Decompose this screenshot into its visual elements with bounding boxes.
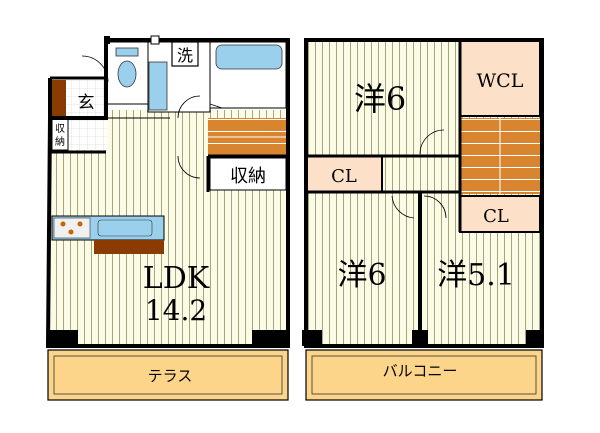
floor-1: 玄 収 納 洗 収納 LDK 14.2 (45, 35, 290, 401)
balcony (305, 349, 543, 401)
entrance-label: 玄 (78, 93, 95, 113)
room-b-label: 洋6 (337, 258, 386, 293)
kitchen-sink-icon (97, 219, 153, 237)
closet-right (459, 195, 541, 233)
balcony-label: バルコニー (383, 362, 458, 380)
ldk-size-label: 14.2 (145, 294, 207, 327)
sink-icon (148, 61, 168, 111)
stove-icon (53, 217, 91, 239)
terrace (47, 349, 289, 401)
kitchen-cabinet (94, 240, 164, 254)
entrance-storage-label-2: 納 (55, 135, 65, 148)
shoe-cabinet (52, 80, 66, 118)
terrace-label: テラス (148, 367, 193, 385)
wcl-label: WCL (477, 70, 524, 92)
walk-in-closet (459, 39, 541, 117)
room-a-label: 洋6 (354, 80, 406, 118)
closet-right-label: CL (483, 206, 509, 227)
washroom-label: 洗 (177, 46, 193, 65)
floor-2: WCL 洋6 CL CL 洋6 洋5.1 バルコニー (302, 38, 544, 401)
toilet-icon (117, 60, 137, 88)
storage-room (209, 157, 287, 191)
ldk-label: LDK (143, 261, 210, 296)
washer-box (171, 41, 199, 67)
entrance-storage-label-1: 収 (55, 123, 65, 135)
bathtub-icon (215, 44, 283, 70)
storage-label: 収納 (230, 166, 266, 187)
closet-left-label: CL (331, 166, 357, 187)
room-c-label: 洋5.1 (437, 258, 515, 293)
